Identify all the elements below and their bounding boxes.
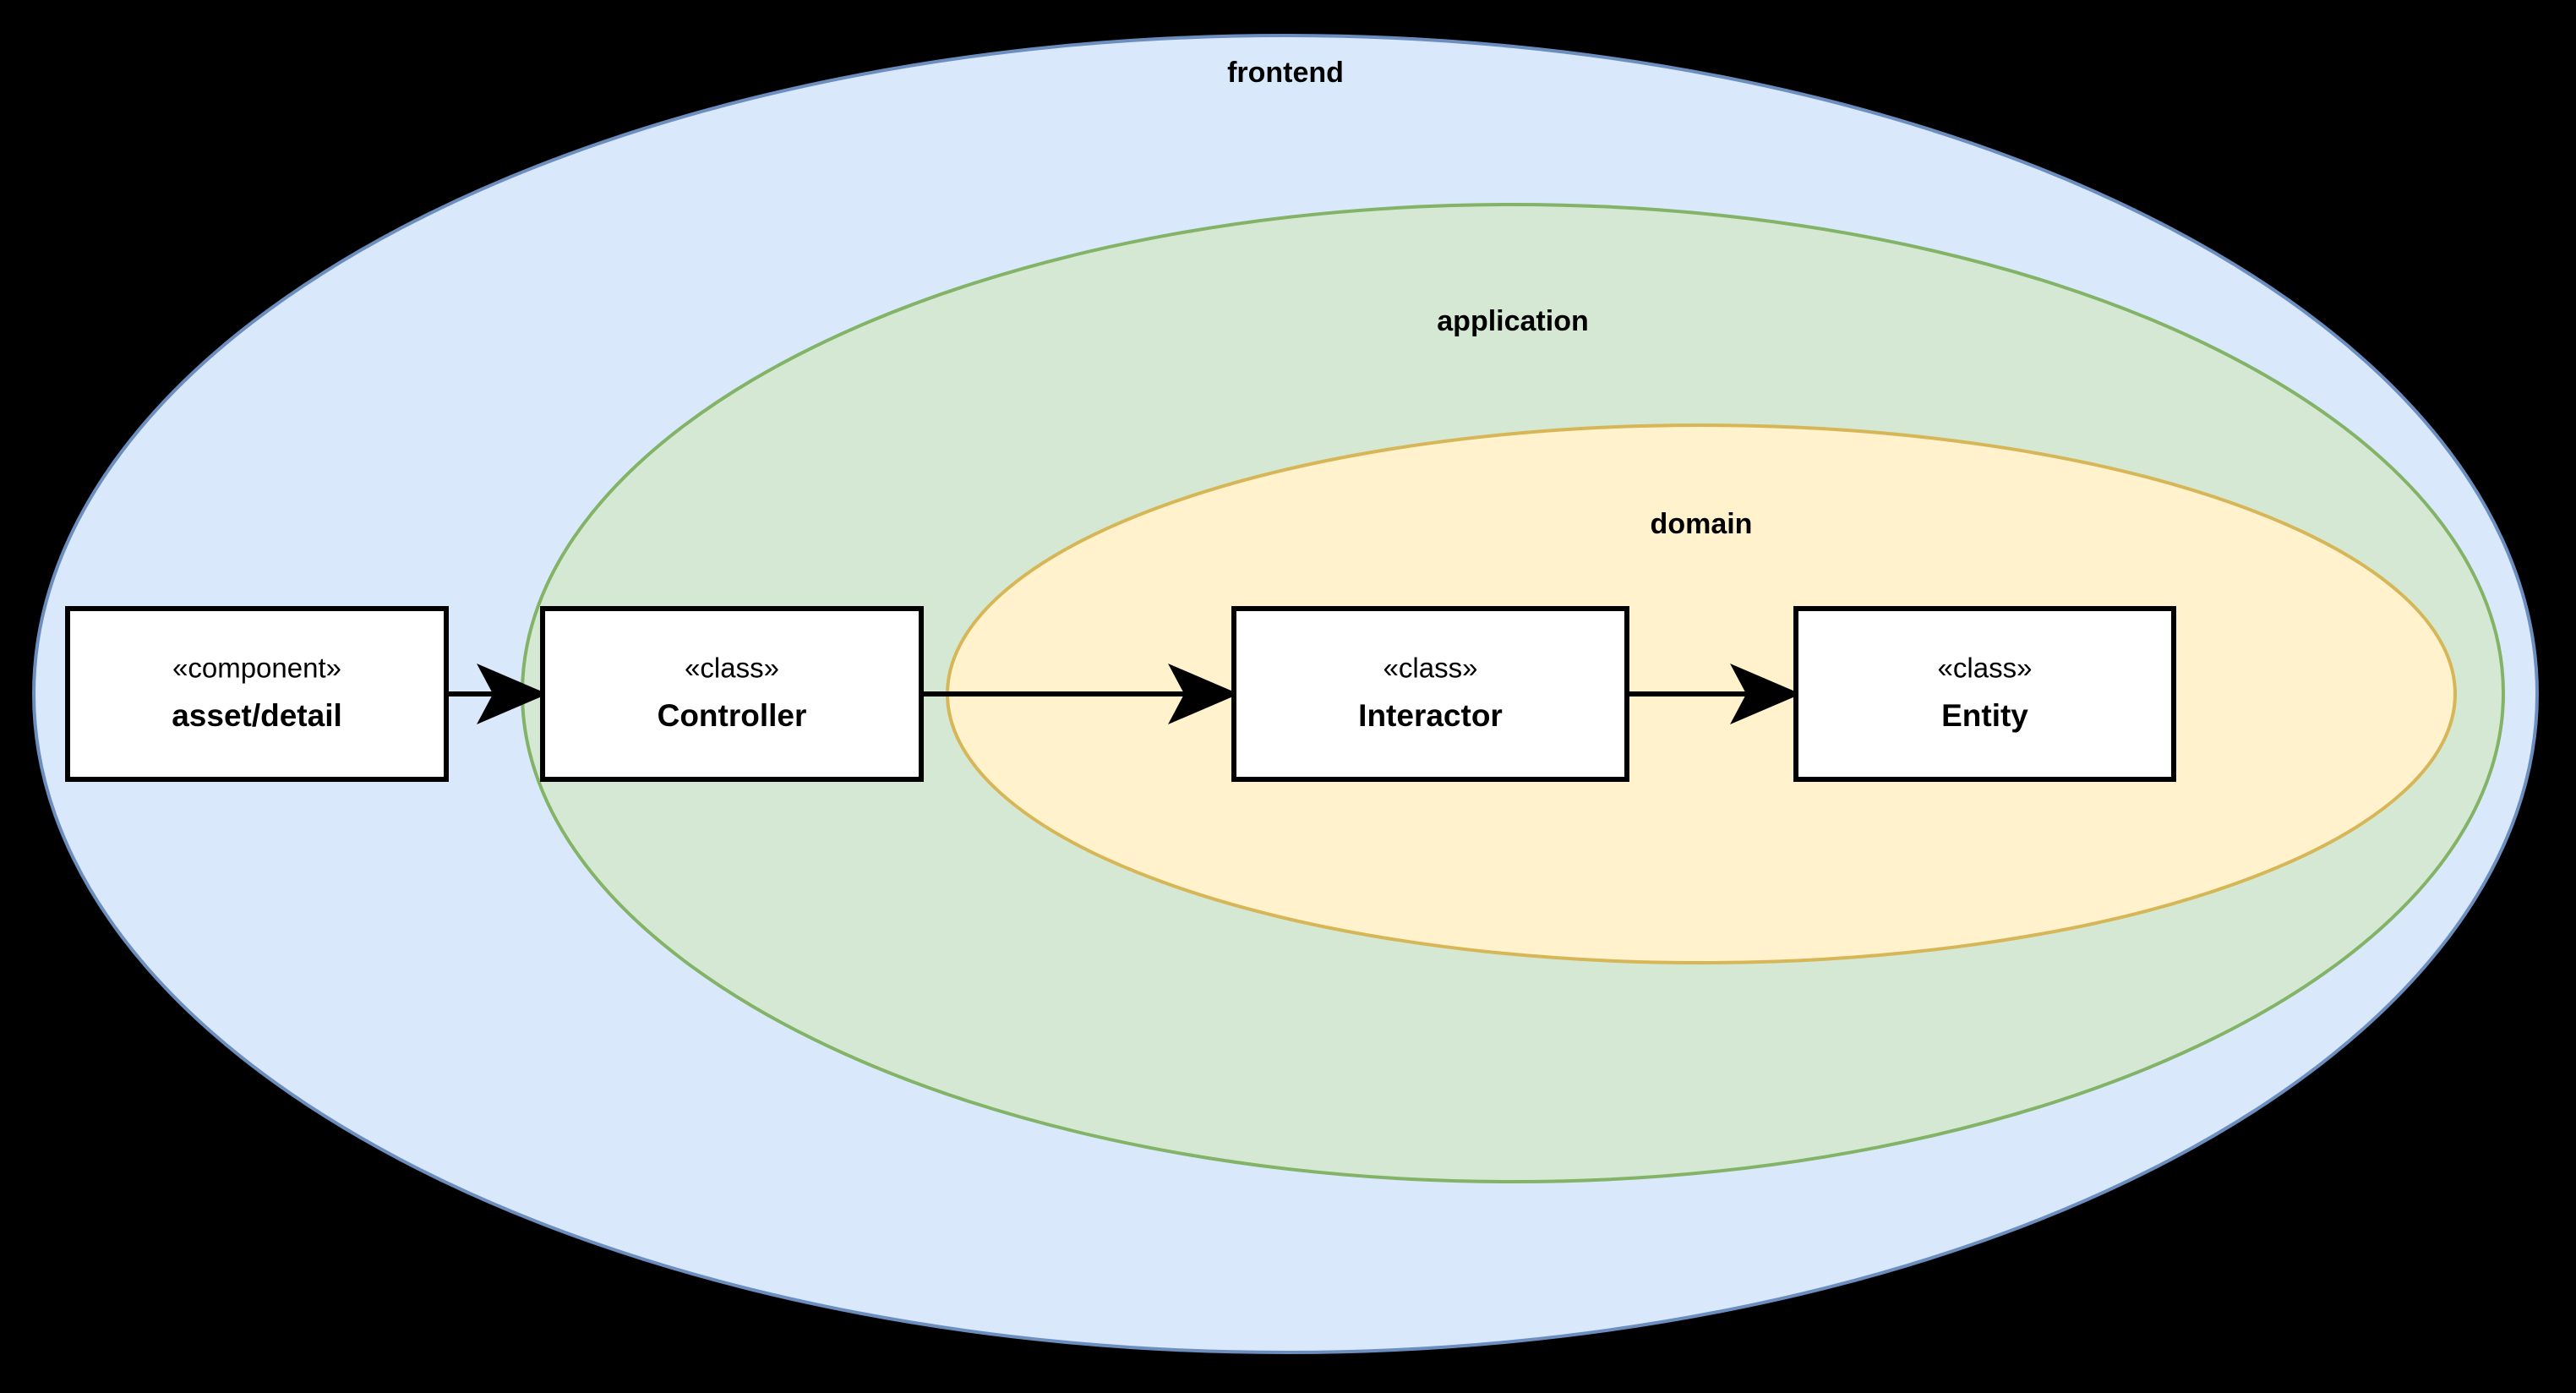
application-label: application xyxy=(1437,305,1588,337)
controller-name: Controller xyxy=(658,698,807,733)
entity-box[interactable] xyxy=(1793,606,2176,782)
node-entity[interactable]: «class» Entity xyxy=(1793,606,2176,782)
interactor-name: Interactor xyxy=(1358,698,1503,733)
interactor-stereotype: «class» xyxy=(1384,653,1478,684)
interactor-box[interactable] xyxy=(1231,606,1629,782)
node-asset-detail[interactable]: «component» asset/detail xyxy=(65,606,449,782)
controller-box[interactable] xyxy=(540,606,924,782)
asset-detail-stereotype: «component» xyxy=(172,653,341,684)
node-interactor[interactable]: «class» Interactor xyxy=(1231,606,1629,782)
asset-detail-name: asset/detail xyxy=(172,698,342,733)
asset-detail-box[interactable] xyxy=(65,606,449,782)
domain-label: domain xyxy=(1651,508,1753,540)
entity-name: Entity xyxy=(1941,698,2028,733)
frontend-label: frontend xyxy=(1227,57,1344,89)
node-controller[interactable]: «class» Controller xyxy=(540,606,924,782)
entity-stereotype: «class» xyxy=(1938,653,2033,684)
controller-stereotype: «class» xyxy=(685,653,779,684)
